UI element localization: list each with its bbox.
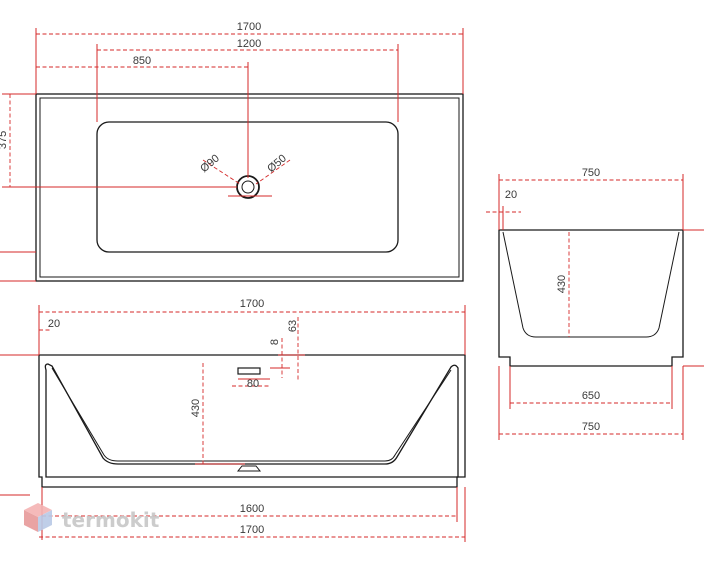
side-base-width: 650 [582,390,600,402]
front-overflow-width: 80 [247,378,259,390]
front-overall-length: 1700 [240,298,264,310]
front-bottom-length: 1700 [240,524,264,536]
top-drain-offset: 850 [133,55,151,67]
front-outline [38,354,466,488]
side-basin [502,231,680,338]
front-view: 1700 20 430 63 8 80 1600 1700 [0,298,466,542]
side-view: 750 20 430 650 750 [486,167,704,440]
front-drain-icon [236,465,262,472]
top-side-offset: 375 [0,131,9,149]
side-rim: 20 [505,189,517,201]
front-overflow-height: 63 [287,320,299,332]
side-bottom-width: 750 [582,421,600,433]
cube-logo-icon [24,503,52,532]
front-depth: 430 [190,399,202,417]
top-view: 1700 1200 850 Ø90 Ø50 375 [0,21,464,282]
side-overall-width: 750 [582,167,600,179]
front-basin [44,363,459,478]
top-inner-length: 1200 [237,38,261,50]
overflow-icon [237,367,270,380]
watermark-text: termokit [62,508,160,532]
top-drain-inner: Ø50 [265,152,289,175]
top-drain-outer: Ø90 [198,152,222,175]
side-depth: 430 [556,275,568,293]
side-outline [498,229,684,367]
top-overall-length: 1700 [237,21,261,33]
front-rim: 20 [48,318,60,330]
front-overflow-gap: 8 [269,339,281,345]
watermark: termokit [24,503,160,532]
front-base-length: 1600 [240,503,264,515]
